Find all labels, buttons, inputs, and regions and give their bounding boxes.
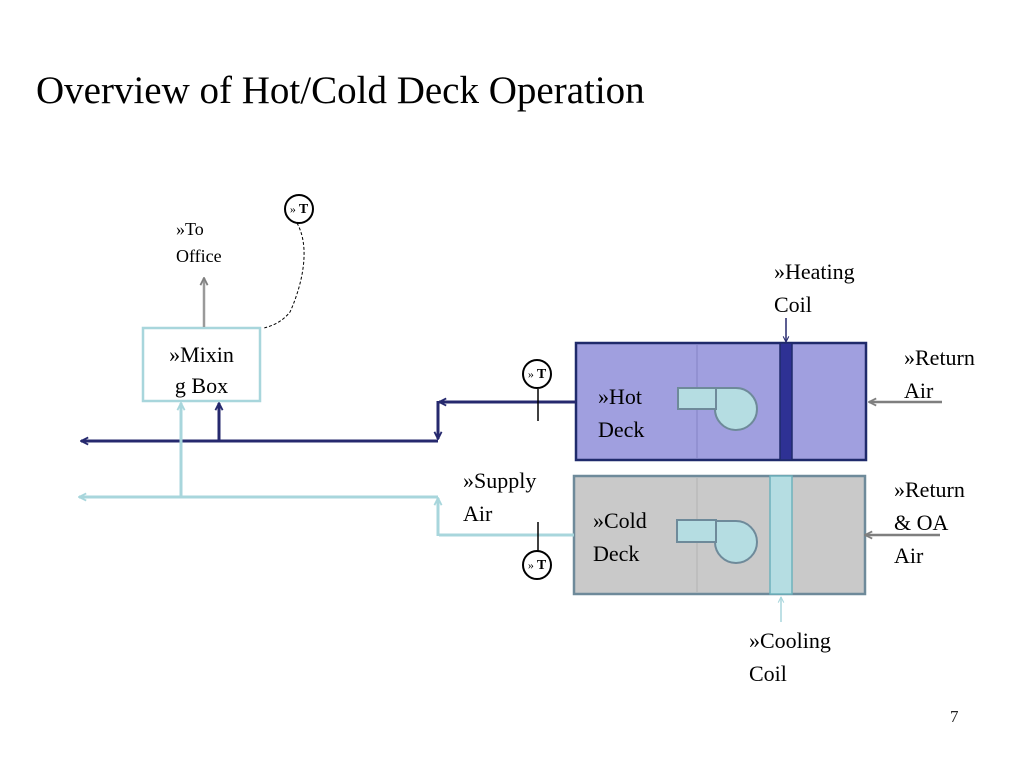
sensor-prefix: » xyxy=(527,367,534,381)
supply-air-label-line1: »Supply xyxy=(463,468,537,493)
sensor-letter: T xyxy=(298,202,309,217)
sensor-prefix: » xyxy=(289,202,296,216)
temperature-sensor-icon: » T xyxy=(284,194,314,224)
hot-deck-label-line2: Deck xyxy=(598,417,645,442)
temperature-sensor-icon: » T xyxy=(522,359,552,389)
return-oa-air-label-line1: »Return xyxy=(894,477,965,502)
mixing-box-label: »Mixin g Box xyxy=(145,339,258,401)
sensor-prefix: » xyxy=(527,558,534,572)
cold-deck-label-line2: Deck xyxy=(593,541,640,566)
to-office-label: »To Office xyxy=(176,216,222,270)
fan-icon xyxy=(676,519,758,564)
mixing-box xyxy=(141,326,262,403)
return-air-label-line2: Air xyxy=(904,378,934,403)
cold-supply-duct xyxy=(79,403,574,537)
supply-air-label: »Supply Air xyxy=(463,464,536,530)
cooling-coil-label-line1: »Cooling xyxy=(749,628,831,653)
return-oa-air-label-line2: & OA xyxy=(894,510,949,535)
fan-icon xyxy=(677,387,758,431)
return-oa-air-label: »Return & OA Air xyxy=(894,473,965,572)
sensor-letter: T xyxy=(536,367,547,382)
cooling-coil xyxy=(769,475,793,595)
cooling-coil-label-line2: Coil xyxy=(749,661,787,686)
mixing-box-label-line2: g Box xyxy=(174,373,229,398)
cold-deck-label: »Cold Deck xyxy=(593,504,647,570)
return-air-label: »Return Air xyxy=(904,341,975,407)
to-office-label-line1: »To xyxy=(176,219,204,239)
hot-supply-duct xyxy=(81,401,576,441)
cooling-coil-label: »Cooling Coil xyxy=(749,624,831,690)
sensor-letter: T xyxy=(536,558,547,573)
temperature-sensor-icon: » T xyxy=(522,550,552,580)
heating-coil-label-line1: »Heating xyxy=(774,259,855,284)
return-air-label-line1: »Return xyxy=(904,345,975,370)
hot-deck-label-line1: »Hot xyxy=(598,384,642,409)
heating-coil-label: »Heating Coil xyxy=(774,255,855,321)
hot-deck-label: »Hot Deck xyxy=(598,380,644,446)
supply-air-label-line2: Air xyxy=(463,501,493,526)
return-oa-air-label-line3: Air xyxy=(894,543,924,568)
page-number: 7 xyxy=(950,707,959,726)
cold-deck-label-line1: »Cold xyxy=(593,508,647,533)
heating-coil xyxy=(779,342,793,461)
heating-coil-label-line2: Coil xyxy=(774,292,812,317)
control-signal-line xyxy=(263,222,305,329)
slide-title: Overview of Hot/Cold Deck Operation xyxy=(36,69,645,112)
mixing-box-label-line1: »Mixin xyxy=(169,342,234,367)
to-office-label-line2: Office xyxy=(176,246,222,266)
